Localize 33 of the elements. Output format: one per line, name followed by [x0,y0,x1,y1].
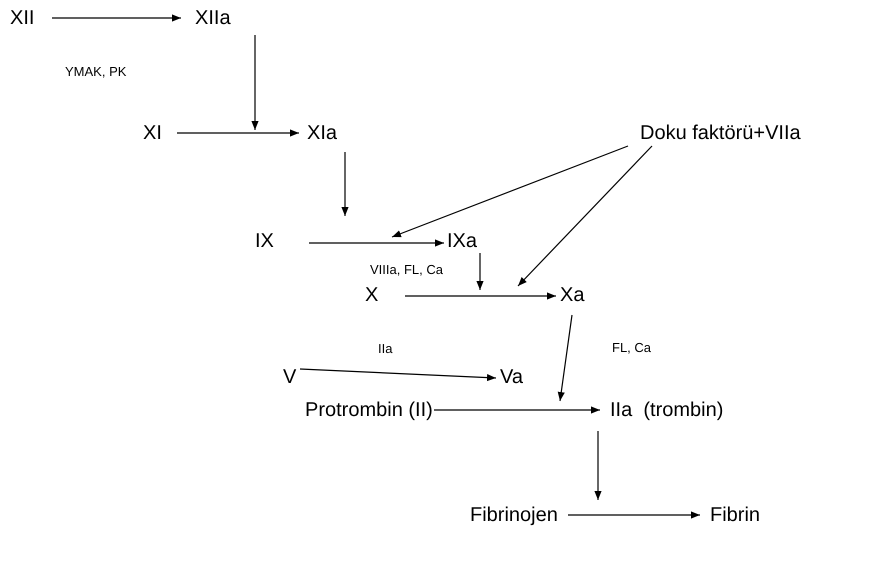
factor-label: IXa [447,230,478,252]
factor-label: V [283,366,296,388]
cofactor-note: VIIIa, FL, Ca [370,262,443,277]
arrow [518,146,652,286]
arrow [558,314,573,402]
factor-label: Doku faktörü+VIIa [640,122,801,144]
factor-label: XIa [307,122,338,144]
arrow [434,406,600,414]
factor-label: IX [255,230,274,252]
factor-label: XI [143,122,162,144]
arrow [594,431,602,500]
factor-label: Fibrinojen [470,504,558,526]
arrow [177,129,299,137]
arrow [341,152,349,216]
factor-label: Fibrin [710,504,760,526]
arrow [476,253,484,290]
arrow [392,145,628,238]
arrow [568,511,700,519]
cofactor-note: YMAK, PK [65,64,126,79]
factor-label: XIIa [195,7,231,29]
arrow [300,368,496,382]
arrow [405,292,556,300]
factor-label: X [365,284,378,306]
factor-label: Xa [560,284,584,306]
factor-label: XII [10,7,34,29]
factor-label: Va [500,366,523,388]
arrow [309,239,444,247]
cofactor-note: IIa [378,341,392,356]
arrow [52,14,181,22]
arrow [251,35,259,130]
factor-label: Protrombin (II) [305,399,433,421]
factor-label: IIa (trombin) [610,399,724,421]
cofactor-note: FL, Ca [612,340,652,355]
